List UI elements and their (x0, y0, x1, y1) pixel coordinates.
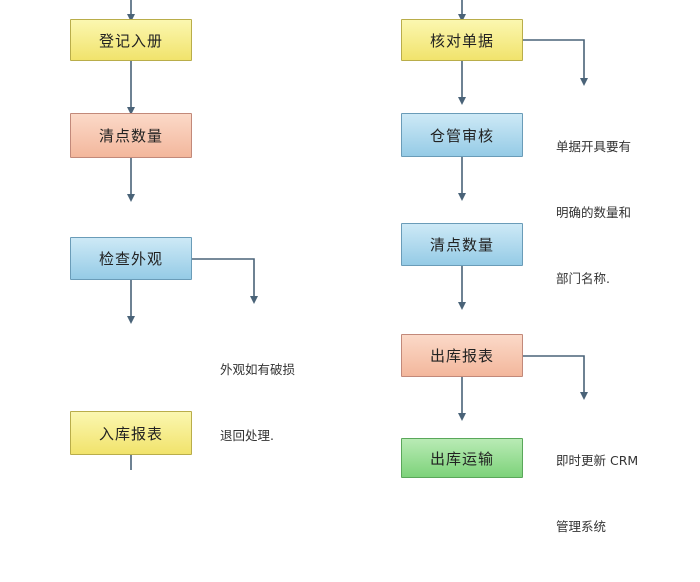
note-documents-line-2: 明确的数量和 (556, 205, 632, 220)
box-verify-docs: 核对单据 (401, 19, 523, 61)
box-manager-review: 仓管审核 (401, 113, 523, 157)
box-count-right: 清点数量 (401, 223, 523, 266)
box-outbound-shipping: 出库运输 (401, 438, 523, 478)
arrow-left-note (192, 258, 258, 304)
connector-layer (127, 0, 588, 470)
note-damage-line-1: 外观如有破损 (220, 362, 296, 377)
box-register: 登记入册 (70, 19, 192, 61)
note-documents: 单据开具要有 明确的数量和 部门名称. (556, 92, 631, 334)
note-documents-line-1: 单据开具要有 (556, 139, 632, 154)
box-inspect: 检查外观 (70, 237, 192, 280)
note-crm-line-1: 即时更新 CRM (556, 453, 639, 468)
note-documents-line-3: 部门名称. (556, 271, 610, 286)
arrow-right-note2 (523, 355, 588, 400)
note-damage: 外观如有破损 退回处理. (220, 315, 295, 491)
note-damage-line-2: 退回处理. (220, 428, 274, 443)
box-inbound-report: 入库报表 (70, 411, 192, 455)
note-crm-line-2: 管理系统 (556, 519, 607, 534)
flowchart-canvas: 登记入册 清点数量 检查外观 入库报表 外观如有破损 退回处理. 核对单据 仓管… (70, 0, 638, 534)
arrow-right-note1 (523, 39, 588, 86)
box-outbound-report: 出库报表 (401, 334, 523, 377)
box-count-left: 清点数量 (70, 113, 192, 158)
note-crm: 即时更新 CRM 管理系统 (556, 406, 638, 582)
